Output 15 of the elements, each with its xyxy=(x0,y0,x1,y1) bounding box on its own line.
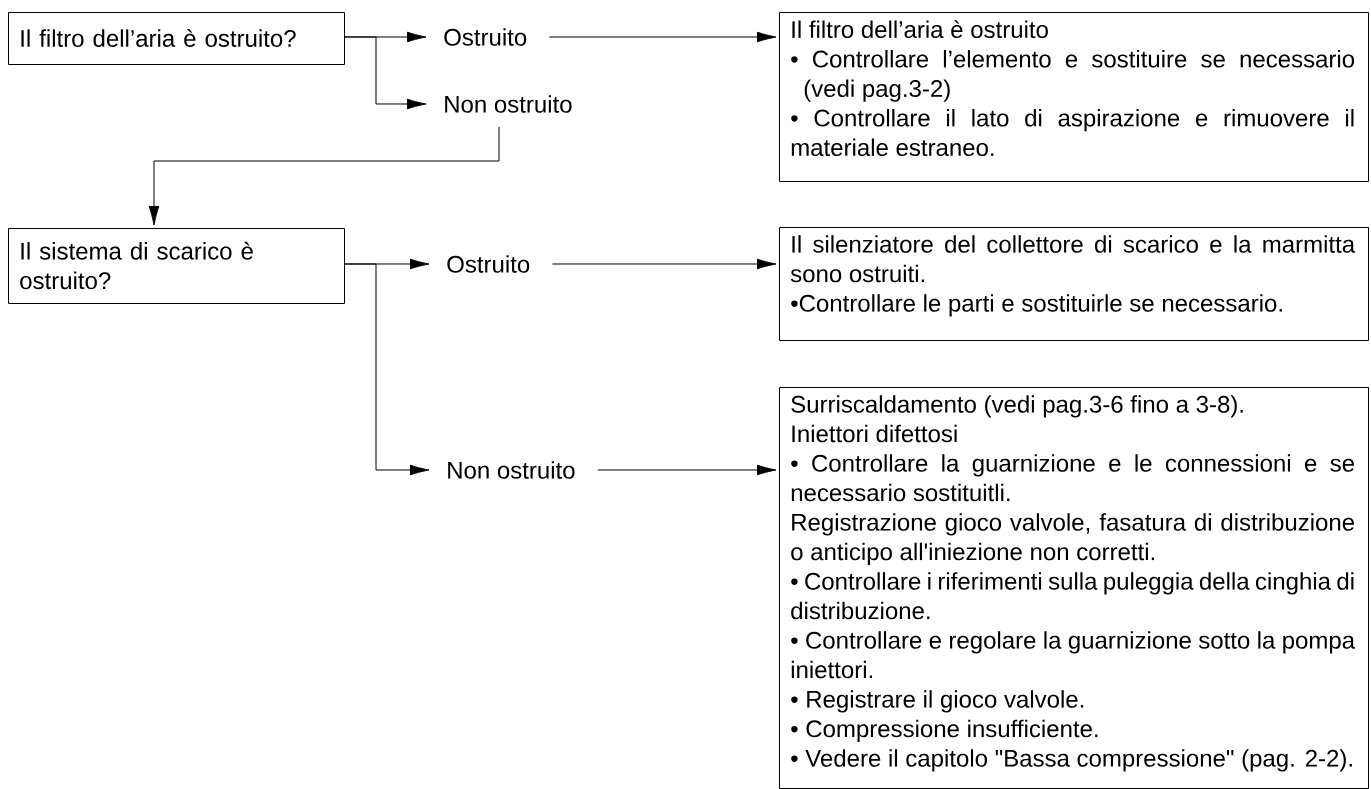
arrow xyxy=(344,263,430,476)
arrow xyxy=(551,258,777,270)
question-box: Il sistema di scarico è ostruito? xyxy=(8,228,345,304)
result-box: Il filtro dell’aria è ostruito • Controllare l’elemento e sostituire se necessario (vedi pag.3-2) • Controllare il lato di aspirazione e rimuovere il materiale estraneo. xyxy=(779,12,1369,182)
arrow xyxy=(597,464,777,476)
question-box: Il filtro dell’aria è ostruito? xyxy=(8,12,345,65)
result-box: Surriscaldamento (vedi pag.3-6 fino a 3-8). Iniettori difettosi • Controllare la guarnizione e le connessioni e se necessario sostituitli. Registrazione gioco valvole, fasatura di distribuzione o anticipo all'iniezione non corretti. • Controllare i riferimenti sulla puleggia della cinghia di distribuzione. • Controllare e regolare la guarnizione sotto la pompa iniettori. • Registrare il gioco valvole. • Compressione insufficiente. • Vedere il capitolo "Bassa compressione" (pag. 2-2). xyxy=(779,387,1369,789)
arrow xyxy=(148,126,500,226)
arrow xyxy=(548,31,777,43)
result-box: Il silenziatore del collettore di scarico e la marmitta sono ostruiti. •Controllare le parti e sostituirle se necessario. xyxy=(779,227,1369,341)
branch-label: Non ostruito xyxy=(445,95,572,113)
branch-label: Ostruito xyxy=(447,255,530,273)
branch-label: Ostruito xyxy=(444,28,527,46)
branch-label: Non ostruito xyxy=(448,461,575,479)
arrow xyxy=(344,36,427,110)
